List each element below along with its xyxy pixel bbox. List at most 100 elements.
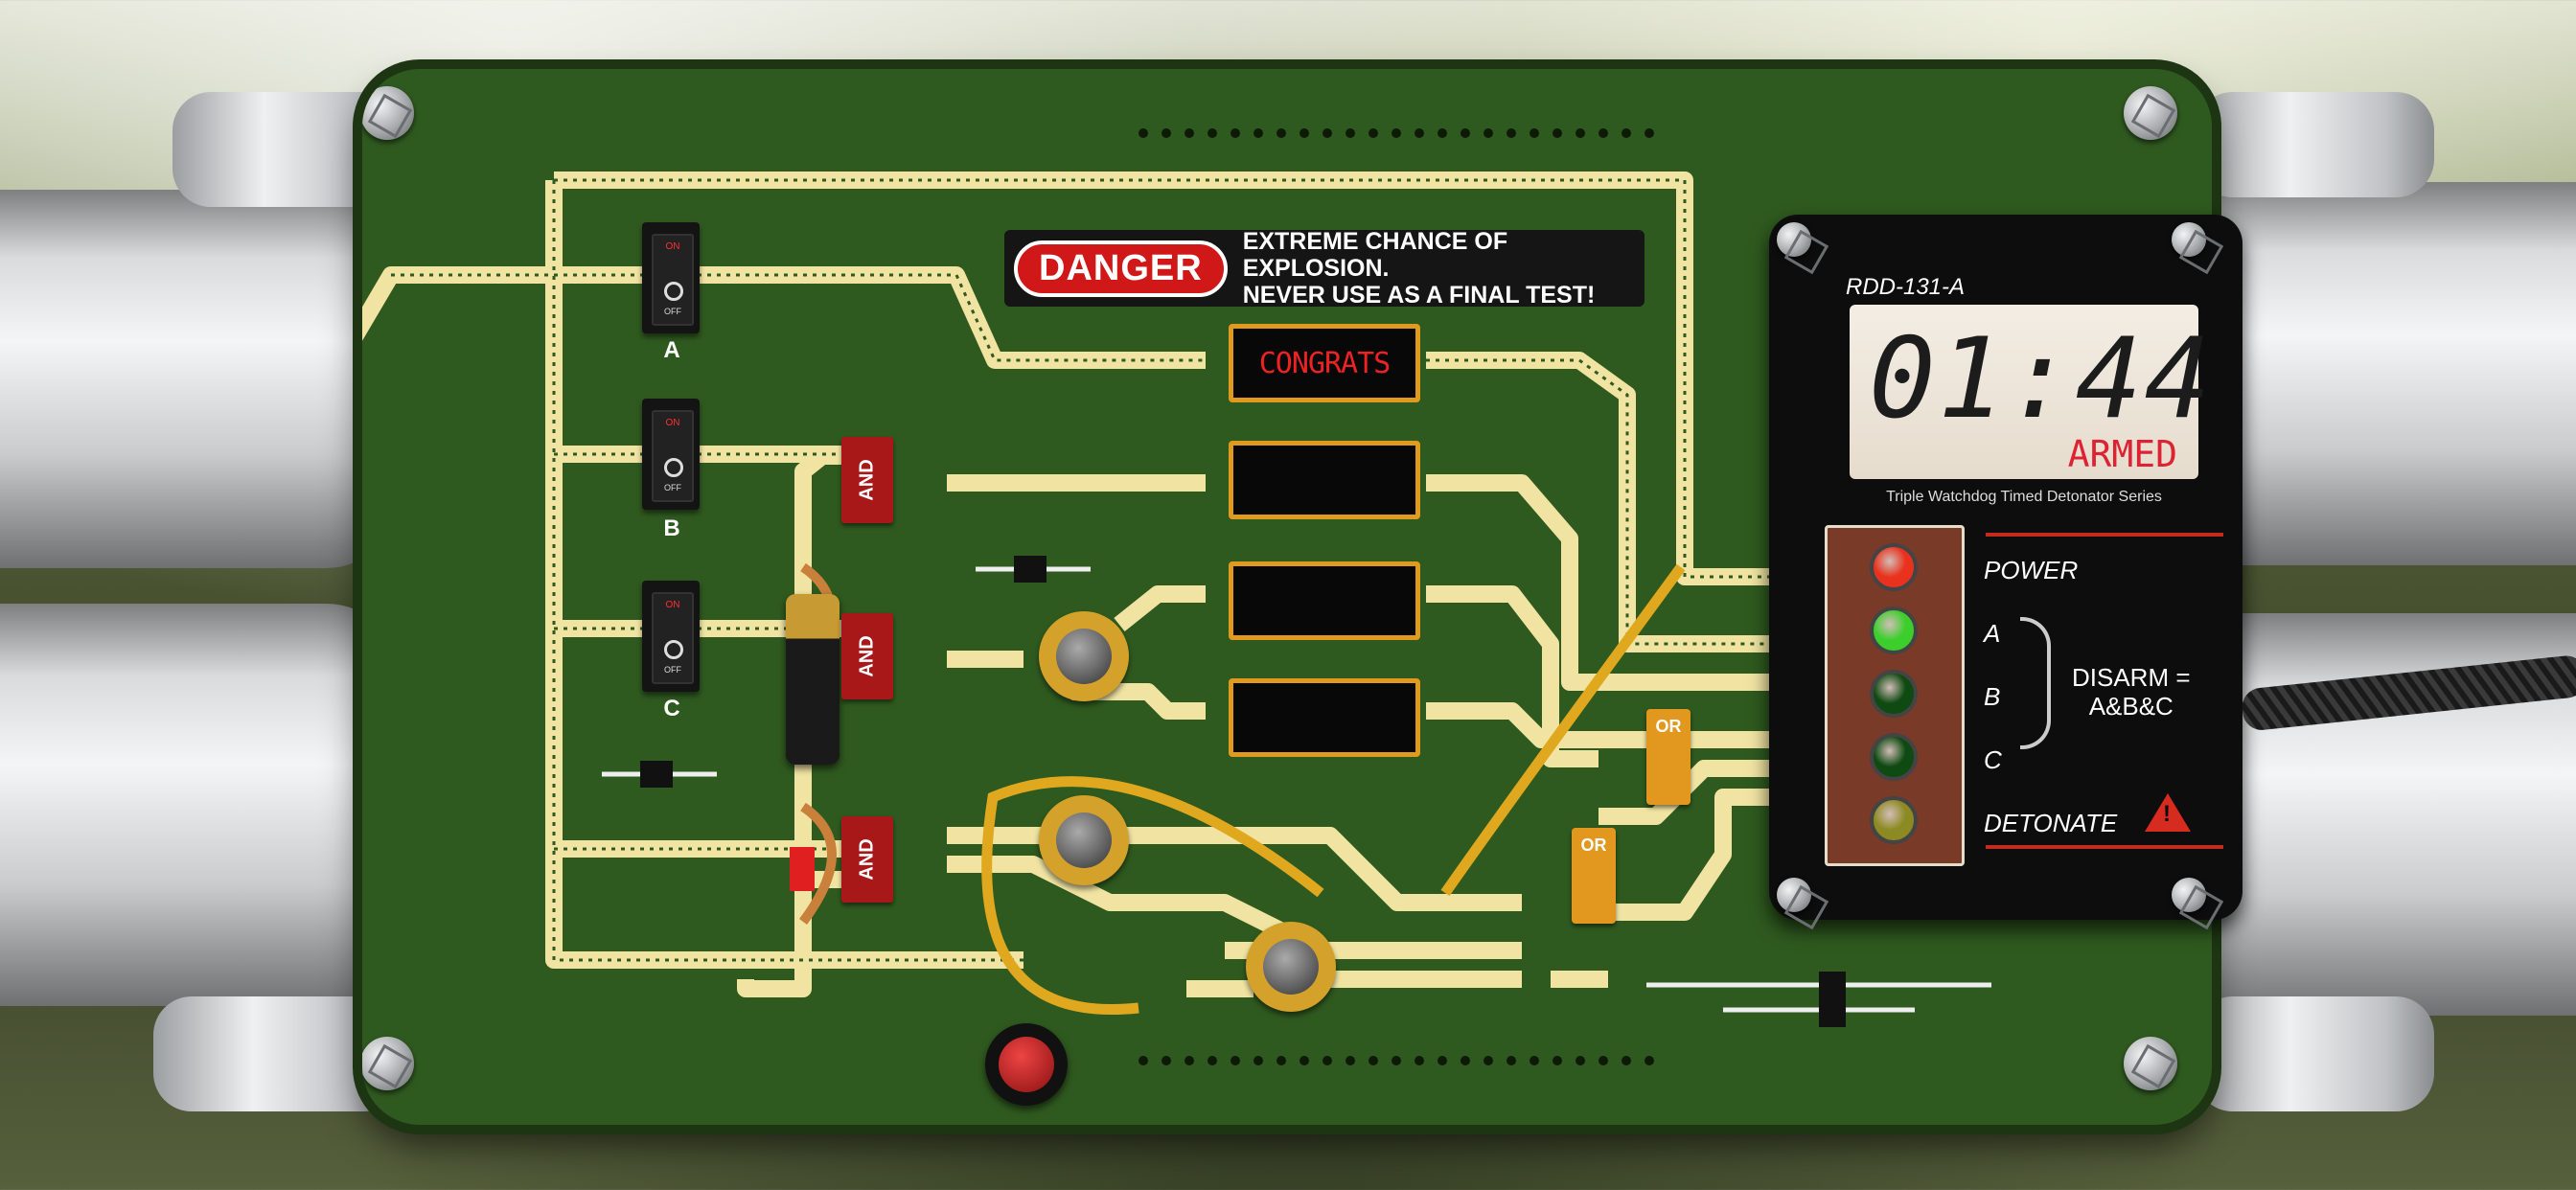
- switch-knob: ON OFF: [652, 410, 694, 502]
- led-label-b: B: [1984, 682, 2001, 711]
- pipe-top-right: [2185, 182, 2576, 565]
- trace: [362, 266, 1206, 369]
- divider: [1986, 533, 2223, 537]
- led-power: [1870, 543, 1918, 591]
- disarm-line-2: A&B&C: [2088, 692, 2174, 721]
- diode: [602, 761, 717, 788]
- screw-bottom-left: [362, 1037, 414, 1090]
- and-gate-1: AND: [841, 437, 893, 523]
- led-label-c: C: [1984, 745, 2002, 774]
- switch-off-label: OFF: [664, 665, 681, 675]
- led-a: [1870, 606, 1918, 654]
- disarm-line-1: DISARM =: [2072, 663, 2191, 692]
- yellow-wire[interactable]: [981, 776, 1324, 1015]
- lcd-screen: 01:44 ARMED: [1850, 305, 2211, 479]
- potentiometer-1[interactable]: [1039, 611, 1129, 701]
- or-gate-1: OR: [1646, 709, 1690, 805]
- led-label-a: A: [1984, 619, 2001, 648]
- switch-off-ring: [664, 282, 683, 301]
- potentiometer-3[interactable]: [1246, 922, 1336, 1012]
- vent-top: [1138, 128, 1654, 138]
- resistor: [790, 847, 815, 891]
- switch-c[interactable]: ON OFF: [642, 581, 700, 692]
- switch-a[interactable]: ON OFF: [642, 222, 700, 333]
- detonator-series: Triple Watchdog Timed Detonator Series: [1886, 489, 2162, 505]
- warning-icon: [2145, 793, 2191, 832]
- switch-c-label: C: [663, 696, 680, 721]
- detonator-module: RDD-131-A 01:44 ARMED Triple Watchdog Ti…: [1769, 215, 2242, 920]
- switch-on-label: ON: [665, 241, 680, 252]
- blank-display-1: [1229, 441, 1420, 519]
- screw: [2172, 222, 2206, 257]
- switch-on-label: ON: [665, 600, 680, 610]
- danger-line-1: EXTREME CHANCE OF EXPLOSION.: [1242, 228, 1508, 282]
- led-detonate: [1870, 796, 1918, 844]
- blank-display-3: [1229, 678, 1420, 757]
- pipe-cap: [153, 996, 402, 1111]
- switch-knob: ON OFF: [652, 592, 694, 684]
- switch-off-label: OFF: [664, 307, 681, 316]
- pipe-bottom-left: [0, 604, 402, 1006]
- screw: [1777, 222, 1811, 257]
- trace-dots: [1426, 358, 1809, 646]
- and-gate-3: AND: [841, 816, 893, 903]
- detonator-model: RDD-131-A: [1846, 274, 1966, 300]
- pipe-top-left: [0, 190, 402, 568]
- blank-display-2: [1229, 561, 1420, 640]
- pipe-cap: [2195, 996, 2434, 1111]
- led-label-detonate: DETONATE: [1984, 809, 2118, 837]
- trace: [794, 447, 851, 496]
- screw: [1777, 878, 1811, 912]
- congrats-display: CONGRATS: [1229, 324, 1420, 402]
- trace: [947, 827, 1522, 911]
- red-push-button[interactable]: [985, 1023, 1068, 1106]
- danger-line-2: NEVER USE AS A FINAL TEST!: [1242, 282, 1596, 309]
- potentiometer-2[interactable]: [1039, 795, 1129, 885]
- and-gate-label: AND: [856, 635, 878, 677]
- divider: [1986, 845, 2223, 849]
- and-gate-label: AND: [856, 459, 878, 501]
- screw-top-right: [2124, 86, 2177, 140]
- switch-off-ring: [664, 640, 683, 659]
- trace: [1426, 702, 1809, 748]
- armed-status: ARMED: [2067, 433, 2177, 475]
- trace: [1579, 789, 1809, 921]
- or-gate-label: OR: [1580, 835, 1607, 855]
- capacitor: [1646, 972, 1991, 1027]
- trace: [1114, 585, 1206, 632]
- vent-bottom: [1138, 1056, 1654, 1065]
- brace: [2020, 617, 2051, 749]
- yellow-wire[interactable]: [1440, 563, 1686, 897]
- screw-top-left: [362, 86, 414, 140]
- switch-off-ring: [664, 458, 683, 477]
- led-b: [1870, 670, 1918, 718]
- danger-message: EXTREME CHANCE OF EXPLOSION. NEVER USE A…: [1243, 228, 1644, 309]
- screw: [2172, 878, 2206, 912]
- led-c: [1870, 733, 1918, 781]
- switch-off-label: OFF: [664, 483, 681, 492]
- switch-b[interactable]: ON OFF: [642, 399, 700, 510]
- or-gate-2: OR: [1572, 828, 1616, 924]
- trace: [1426, 474, 1809, 691]
- screw-bottom-right: [2124, 1037, 2177, 1090]
- or-gate-label: OR: [1655, 717, 1682, 736]
- and-gate-label: AND: [856, 838, 878, 881]
- countdown-timer: 01:44: [1869, 314, 2214, 444]
- danger-badge: DANGER: [1014, 240, 1228, 297]
- switch-b-label: B: [663, 515, 680, 541]
- disarm-rule: DISARM = A&B&C: [2072, 663, 2191, 721]
- trace-dots: [552, 180, 1024, 962]
- switch-a-label: A: [663, 337, 680, 363]
- and-gate-2: AND: [841, 613, 893, 699]
- led-panel: [1825, 525, 1965, 866]
- diode: [976, 556, 1091, 583]
- danger-sign: DANGER EXTREME CHANCE OF EXPLOSION. NEVE…: [1004, 228, 1644, 309]
- trace: [1426, 585, 1598, 767]
- switch-knob: ON OFF: [652, 234, 694, 326]
- led-label-power: POWER: [1984, 556, 2079, 584]
- trace-dots: [554, 178, 1809, 579]
- switch-on-label: ON: [665, 418, 680, 428]
- jumper-wire[interactable]: [798, 802, 837, 925]
- battery: [786, 594, 840, 765]
- pipe-cap: [2195, 92, 2434, 197]
